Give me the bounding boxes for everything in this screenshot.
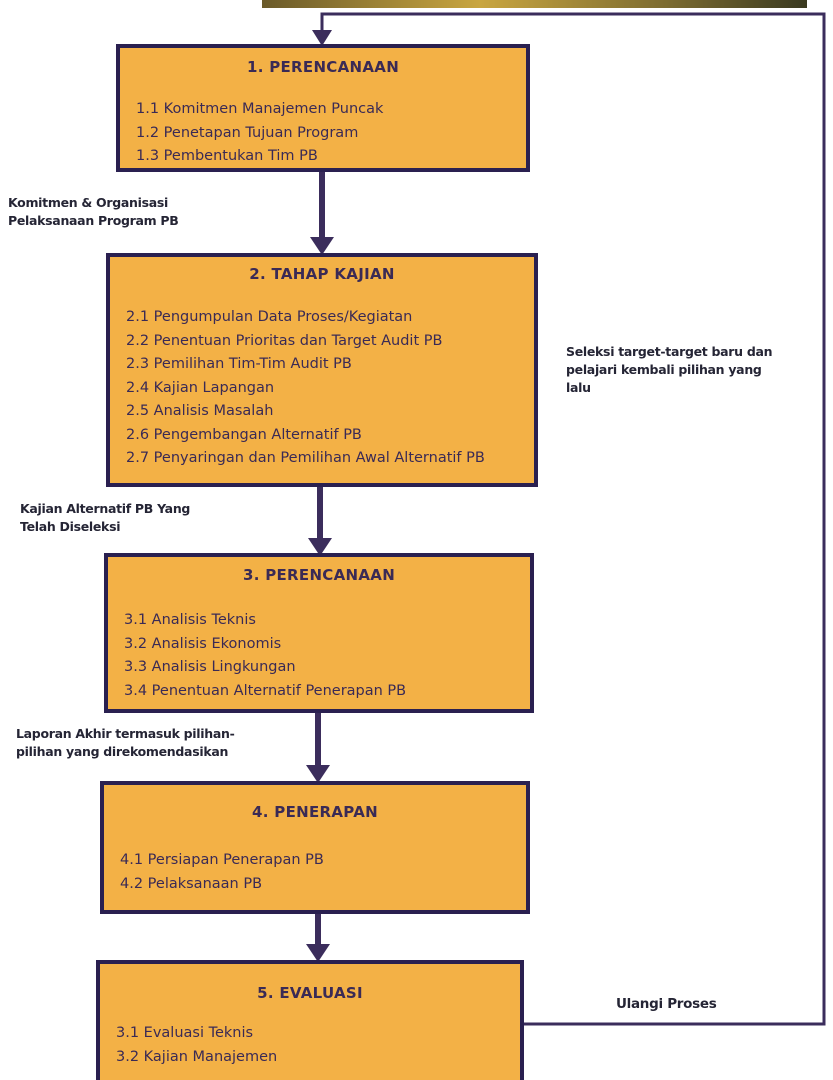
step-item: 2.5 Analisis Masalah xyxy=(126,403,274,419)
step-item: 2.2 Penentuan Prioritas dan Target Audit… xyxy=(126,332,443,349)
arrowhead-1-to-2 xyxy=(310,237,334,255)
feedback-label: Seleksi target-target baru dan pelajari … xyxy=(566,344,773,395)
step-box-4: 4. PENERAPAN 4.1 Persiapan Penerapan PB … xyxy=(100,781,530,914)
arrowhead-2-to-3 xyxy=(308,538,332,556)
feedback-loop-arrowhead xyxy=(312,30,332,46)
step-item: 1.2 Penetapan Tujuan Program xyxy=(136,124,359,141)
step-item: 2.6 Pengembangan Alternatif PB xyxy=(126,426,362,443)
step-item: 3.3 Analisis Lingkungan xyxy=(124,659,296,675)
step-item: 2.7 Penyaringan dan Pemilihan Awal Alter… xyxy=(126,450,485,466)
connector-label-2-3: Kajian Alternatif PB Yang Telah Diseleks… xyxy=(20,501,191,534)
step-item: 4.1 Persiapan Penerapan PB xyxy=(120,852,324,868)
step-item: 3.2 Analisis Ekonomis xyxy=(124,635,282,652)
step-item: 3.1 Analisis Teknis xyxy=(124,612,256,628)
step-item: 2.4 Kajian Lapangan xyxy=(126,379,275,396)
loop-label: Ulangi Proses xyxy=(616,996,717,1012)
step-box-1: 1. PERENCANAAN 1.1 Komitmen Manajemen Pu… xyxy=(116,44,530,172)
step-item: 2.3 Pemilihan Tim-Tim Audit PB xyxy=(126,356,352,372)
step-title: 2. TAHAP KAJIAN xyxy=(249,265,395,283)
step-item: 4.2 Pelaksanaan PB xyxy=(120,875,263,892)
step-item: 1.3 Pembentukan Tim PB xyxy=(136,148,318,164)
step-title: 1. PERENCANAAN xyxy=(246,58,400,76)
step-item: 1.1 Komitmen Manajemen Puncak xyxy=(136,101,384,117)
step-item: 3.1 Evaluasi Teknis xyxy=(116,1025,254,1041)
step-box-3: 3. PERENCANAAN 3.1 Analisis Teknis 3.2 A… xyxy=(104,553,534,713)
step-title: 5. EVALUASI xyxy=(257,984,363,1002)
step-box-2: 2. TAHAP KAJIAN 2.1 Pengumpulan Data Pro… xyxy=(106,253,538,487)
step-item: 2.1 Pengumpulan Data Proses/Kegiatan xyxy=(126,309,413,325)
step-item: 3.4 Penentuan Alternatif Penerapan PB xyxy=(124,682,407,699)
connector-label-1-2: Komitmen & Organisasi Pelaksanaan Progra… xyxy=(8,195,179,228)
header-banner-image xyxy=(262,0,807,8)
feedback-loop-line xyxy=(320,12,826,1026)
arrowhead-4-to-5 xyxy=(306,944,330,962)
step-title: 4. PENERAPAN xyxy=(252,803,378,821)
arrowhead-3-to-4 xyxy=(306,765,330,783)
step-title: 3. PERENCANAAN xyxy=(242,566,396,584)
connector-label-3-4: Laporan Akhir termasuk pilihan- pilihan … xyxy=(16,726,235,759)
step-item: 3.2 Kajian Manajemen xyxy=(116,1048,278,1065)
step-box-5: 5. EVALUASI 3.1 Evaluasi Teknis 3.2 Kaji… xyxy=(96,960,524,1080)
